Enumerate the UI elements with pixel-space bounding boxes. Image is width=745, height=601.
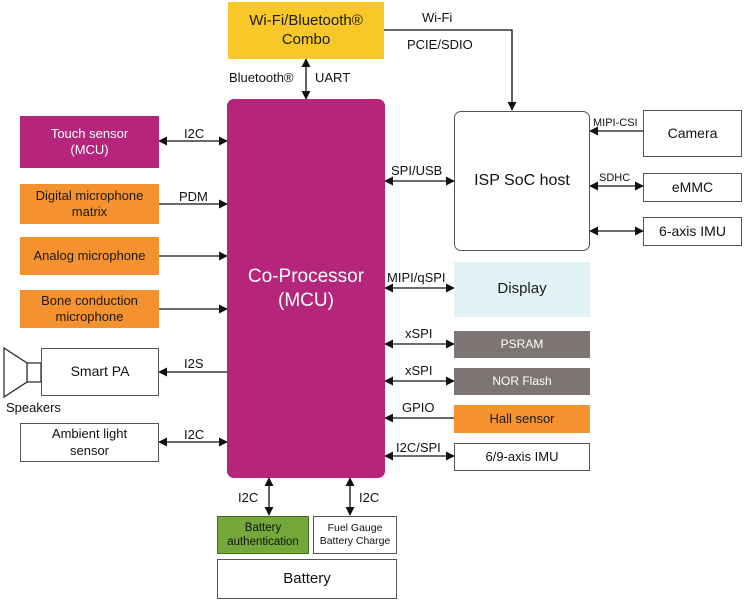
pcie-sdio-link-label: PCIE/SDIO xyxy=(407,37,473,52)
psram-label: PSRAM xyxy=(500,337,544,351)
smart-pa-box: Smart PA xyxy=(41,348,159,396)
battery-authentication-subtitle: authentication xyxy=(227,536,299,548)
spi-usb-label: SPI/USB xyxy=(391,163,443,178)
speakers-label: Speakers xyxy=(6,400,61,415)
i2c-spi-label: I2C/SPI xyxy=(396,440,441,455)
bone-conduction-subtitle: microphone xyxy=(55,309,124,324)
touch-sensor-subtitle: (MCU) xyxy=(70,142,109,157)
digital-microphone-subtitle: matrix xyxy=(71,204,108,219)
analog-microphone-label: Analog microphone xyxy=(33,247,146,263)
battery-authentication-box: Battery authentication xyxy=(217,516,309,554)
bone-conduction-title: Bone conduction xyxy=(41,292,138,308)
digital-microphone-box: Digital microphone matrix xyxy=(20,184,159,224)
isp-soc-host-label: ISP SoC host xyxy=(474,172,570,189)
hall-sensor-box: Hall sensor xyxy=(454,405,590,433)
fuel-gauge-title: Fuel Gauge xyxy=(327,521,383,534)
speaker-icon xyxy=(3,346,42,399)
analog-microphone-box: Analog microphone xyxy=(20,237,159,275)
wifi-bluetooth-combo-box: Wi-Fi/Bluetooth® Combo xyxy=(228,2,384,59)
ambient-light-title: Ambient light xyxy=(51,426,128,442)
pdm-label: PDM xyxy=(179,189,208,204)
display-label: Display xyxy=(497,280,547,298)
bluetooth-link-label: Bluetooth® xyxy=(229,70,294,85)
hall-sensor-label: Hall sensor xyxy=(489,410,555,426)
battery-label: Battery xyxy=(283,569,331,587)
battery-authentication-title: Battery xyxy=(244,521,282,534)
auth-i2c-label: I2C xyxy=(238,490,259,505)
six-axis-imu-label: 6-axis IMU xyxy=(659,222,726,239)
camera-box: Camera xyxy=(643,110,742,157)
uart-link-label: UART xyxy=(315,70,351,85)
emmc-box: eMMC xyxy=(643,173,742,202)
co-processor-subtitle: (MCU) xyxy=(278,289,334,311)
mipi-csi-label: MIPI-CSI xyxy=(593,117,638,129)
nor-flash-box: NOR Flash xyxy=(454,368,590,395)
wifi-link-label: Wi-Fi xyxy=(422,10,453,25)
i2s-label: I2S xyxy=(184,356,204,371)
co-processor-title: Co-Processor xyxy=(247,265,365,287)
smart-pa-label: Smart PA xyxy=(70,363,130,380)
mipi-qspi-label: MIPI/qSPI xyxy=(387,270,446,285)
wifi-bluetooth-combo-subtitle: Combo xyxy=(281,30,331,48)
six-axis-imu-box: 6-axis IMU xyxy=(643,217,742,246)
digital-microphone-title: Digital microphone xyxy=(35,187,144,203)
touch-i2c-label: I2C xyxy=(184,126,205,141)
bone-conduction-microphone-box: Bone conduction microphone xyxy=(20,290,159,328)
xspi1-label: xSPI xyxy=(405,326,433,341)
ambient-light-sensor-box: Ambient light sensor xyxy=(20,423,159,462)
six-nine-axis-imu-box: 6/9-axis IMU xyxy=(454,443,590,471)
display-box: Display xyxy=(454,262,590,317)
sdhc-label: SDHC xyxy=(599,172,631,184)
xspi2-label: xSPI xyxy=(405,363,433,378)
wifi-bluetooth-combo-title: Wi-Fi/Bluetooth® xyxy=(249,11,363,29)
six-nine-axis-imu-label: 6/9-axis IMU xyxy=(485,448,559,464)
emmc-label: eMMC xyxy=(671,178,714,195)
wifi-to-isp-connector xyxy=(384,29,517,111)
co-processor-box: Co-Processor (MCU) xyxy=(227,99,385,478)
camera-label: Camera xyxy=(667,124,718,141)
touch-sensor-box: Touch sensor (MCU) xyxy=(20,116,159,168)
psram-box: PSRAM xyxy=(454,331,590,358)
nor-flash-label: NOR Flash xyxy=(492,374,552,388)
gpio-label: GPIO xyxy=(402,400,435,415)
touch-sensor-title: Touch sensor xyxy=(50,125,129,141)
battery-box: Battery xyxy=(217,559,397,599)
ambient-i2c-label: I2C xyxy=(184,427,205,442)
isp-soc-host-box: ISP SoC host xyxy=(454,111,590,251)
fuel-gauge-subtitle: Battery Charge xyxy=(319,535,391,547)
fuel-i2c-label: I2C xyxy=(359,490,380,505)
fuel-gauge-box: Fuel Gauge Battery Charge xyxy=(313,516,397,554)
ambient-light-subtitle: sensor xyxy=(69,442,110,458)
